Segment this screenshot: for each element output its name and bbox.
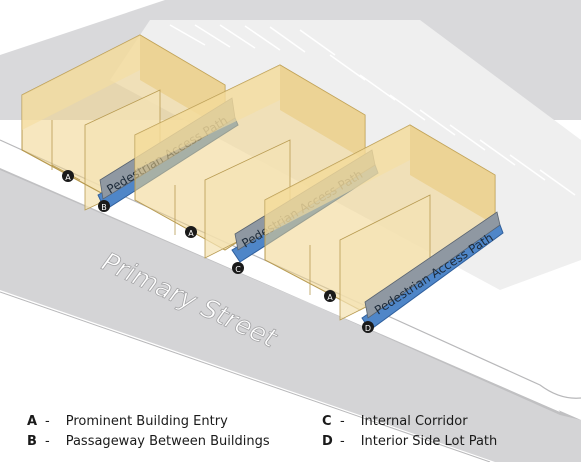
marker-b: B <box>98 200 110 212</box>
legend-item-d: D-Interior Side Lot Path <box>322 434 498 449</box>
svg-text:A: A <box>327 293 333 302</box>
legend-key: B <box>27 434 37 449</box>
road-edge <box>0 291 491 462</box>
svg-text:C: C <box>235 265 241 274</box>
sidewalk <box>0 140 560 412</box>
primary-street <box>0 165 581 462</box>
legend-item-c: C-Internal Corridor <box>322 414 468 429</box>
legend-text: Prominent Building Entry <box>65 414 228 429</box>
marker-a-2: A <box>185 226 197 238</box>
legend-key: A <box>27 414 38 429</box>
svg-text:A: A <box>65 173 71 182</box>
svg-text:D: D <box>365 324 371 333</box>
legend-key: D <box>322 434 333 449</box>
marker-a-1: A <box>62 170 74 182</box>
svg-text:B: B <box>101 203 107 212</box>
marker-d: D <box>362 321 374 333</box>
svg-text:A: A <box>188 229 194 238</box>
legend-text: Passageway Between Buildings <box>65 434 270 449</box>
legend-item-b: B-Passageway Between Buildings <box>27 434 270 449</box>
building-2 <box>134 64 366 259</box>
legend-item-a: A-Prominent Building Entry <box>27 414 228 429</box>
marker-c: C <box>232 262 244 274</box>
legend-key: C <box>322 414 332 429</box>
legend-text: Interior Side Lot Path <box>360 434 498 449</box>
marker-a-3: A <box>324 290 336 302</box>
road-outline <box>0 139 581 399</box>
building-3 <box>264 124 496 321</box>
parking-stalls <box>169 24 576 196</box>
legend-text: Internal Corridor <box>360 414 468 429</box>
